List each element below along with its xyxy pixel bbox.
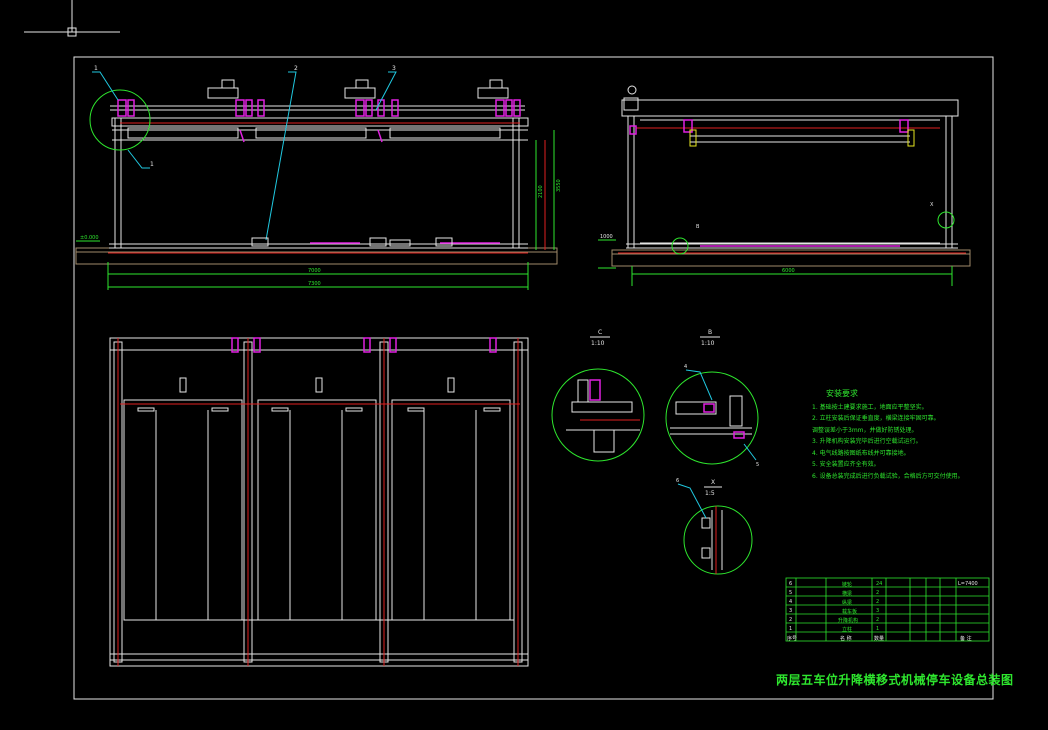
plan-view [109,337,529,667]
bom-header-no: 序号 [787,636,798,642]
notes-heading: 安装要求 [826,389,858,398]
bom-header-row: 序号 名 称 数量 备 注 [786,634,989,643]
bom-table-grid [785,577,990,642]
bom-no: 2 [789,617,793,623]
bom-qty: 24 [876,581,883,587]
bom-row-6: 6 链轮 24 L=7400 [786,580,989,589]
dim-inner-width: 7000 [308,268,321,274]
detail-b-callout-circle [671,237,689,255]
detail-c-scale: 1:10 [591,340,605,347]
bom-no: 3 [789,608,793,614]
bom-header-name: 名 称 [840,636,852,642]
bom-name: 升降机构 [838,618,859,624]
dim-height-b: 3550 [556,179,562,192]
detail-c-view: C 1:10 [551,329,645,462]
note-line: 5. 安全装置应齐全有效。 [812,461,880,468]
level-left: ±0.000 [80,235,99,241]
bom-no: 1 [789,626,793,632]
front-elevation-view: 1 2 3 1 7000 7300 ±0.000 2100 3550 [75,65,562,290]
note-line: 6. 设备总装完成后进行负载试验，合格后方可交付使用。 [812,472,964,480]
detail-b-marker-4: 4 [684,364,687,370]
detail-x-callout-circle [937,211,955,229]
detail-x-view: X 1:5 6 [676,478,753,575]
bom-row-1: 1 立柱 1 [786,625,989,634]
detail-b-label: B [708,329,712,336]
callout-1-detail: 1 [150,161,154,168]
bom-row-3: 3 载车板 3 [786,607,989,616]
side-marker-b: B [696,224,700,230]
bom-no: 6 [789,581,793,587]
detail-c-label: C [598,329,602,336]
bom-header-qty: 数量 [874,636,885,642]
detail-c-callout-circle [89,89,151,151]
bom-qty: 2 [876,617,880,623]
callout-2: 2 [294,65,298,72]
bom-name: 载车板 [842,609,858,615]
bom-name: 链轮 [842,582,853,588]
drawing-border [73,56,994,700]
dim-side-depth: 6000 [782,268,795,274]
bom-name: 纵梁 [842,600,853,606]
side-level: 1000 [600,234,613,240]
post-left [114,117,122,249]
callout-3: 3 [392,65,396,72]
bom-row-5: 5 横梁 2 [786,589,989,598]
detail-x-label: X [711,479,715,486]
bom-qty: 2 [876,599,880,605]
top-beam-front [111,117,529,127]
technical-notes: 安装要求 1. 基础按土建要求施工，地面应平整坚实。 2. 立柱安装后保证垂直度… [812,388,1002,482]
note-line: 4. 电气线路按图纸布线并可靠接地。 [812,449,910,457]
detail-b-view: B 1:10 4 5 [665,329,759,468]
note-line: 3. 升降机构安装完毕后进行空载试运行。 [812,438,922,445]
bom-note: L=7400 [958,581,978,587]
note-line: 2. 立柱安装后保证垂直度，横梁连接牢固可靠。 [812,415,940,422]
bom-name: 横梁 [842,591,853,597]
post-right [512,117,520,249]
side-marker-x: X [930,202,934,208]
bom-no: 4 [789,599,793,605]
crosshair-cursor [24,0,120,37]
ground-hatch-front [75,247,558,265]
bom-header-note: 备 注 [960,636,972,642]
side-elevation-view: 6000 1000 B X [598,85,971,286]
bom-name: 立柱 [842,627,853,633]
bom-no: 5 [789,590,793,596]
bom-row-4: 4 纵梁 2 [786,598,989,607]
drawing-title: 两层五车位升降横移式机械停车设备总装图 [776,673,1014,687]
dim-height-a: 2100 [538,185,544,198]
bom-qty: 1 [876,626,880,632]
detail-x-marker-6: 6 [676,478,679,484]
callout-1-top: 1 [94,65,98,72]
bom-row-2: 2 升降机构 2 [786,616,989,625]
note-line: 调整误差小于3mm，并做好防锈处理。 [812,426,918,434]
detail-b-scale: 1:10 [701,340,715,347]
bom-qty: 2 [876,590,880,596]
detail-x-scale: 1:5 [705,490,715,497]
detail-b-marker-5: 5 [756,462,759,468]
bom-qty: 3 [876,608,880,614]
note-line: 1. 基础按土建要求施工，地面应平整坚实。 [812,403,928,411]
dim-total-width: 7300 [308,281,321,287]
